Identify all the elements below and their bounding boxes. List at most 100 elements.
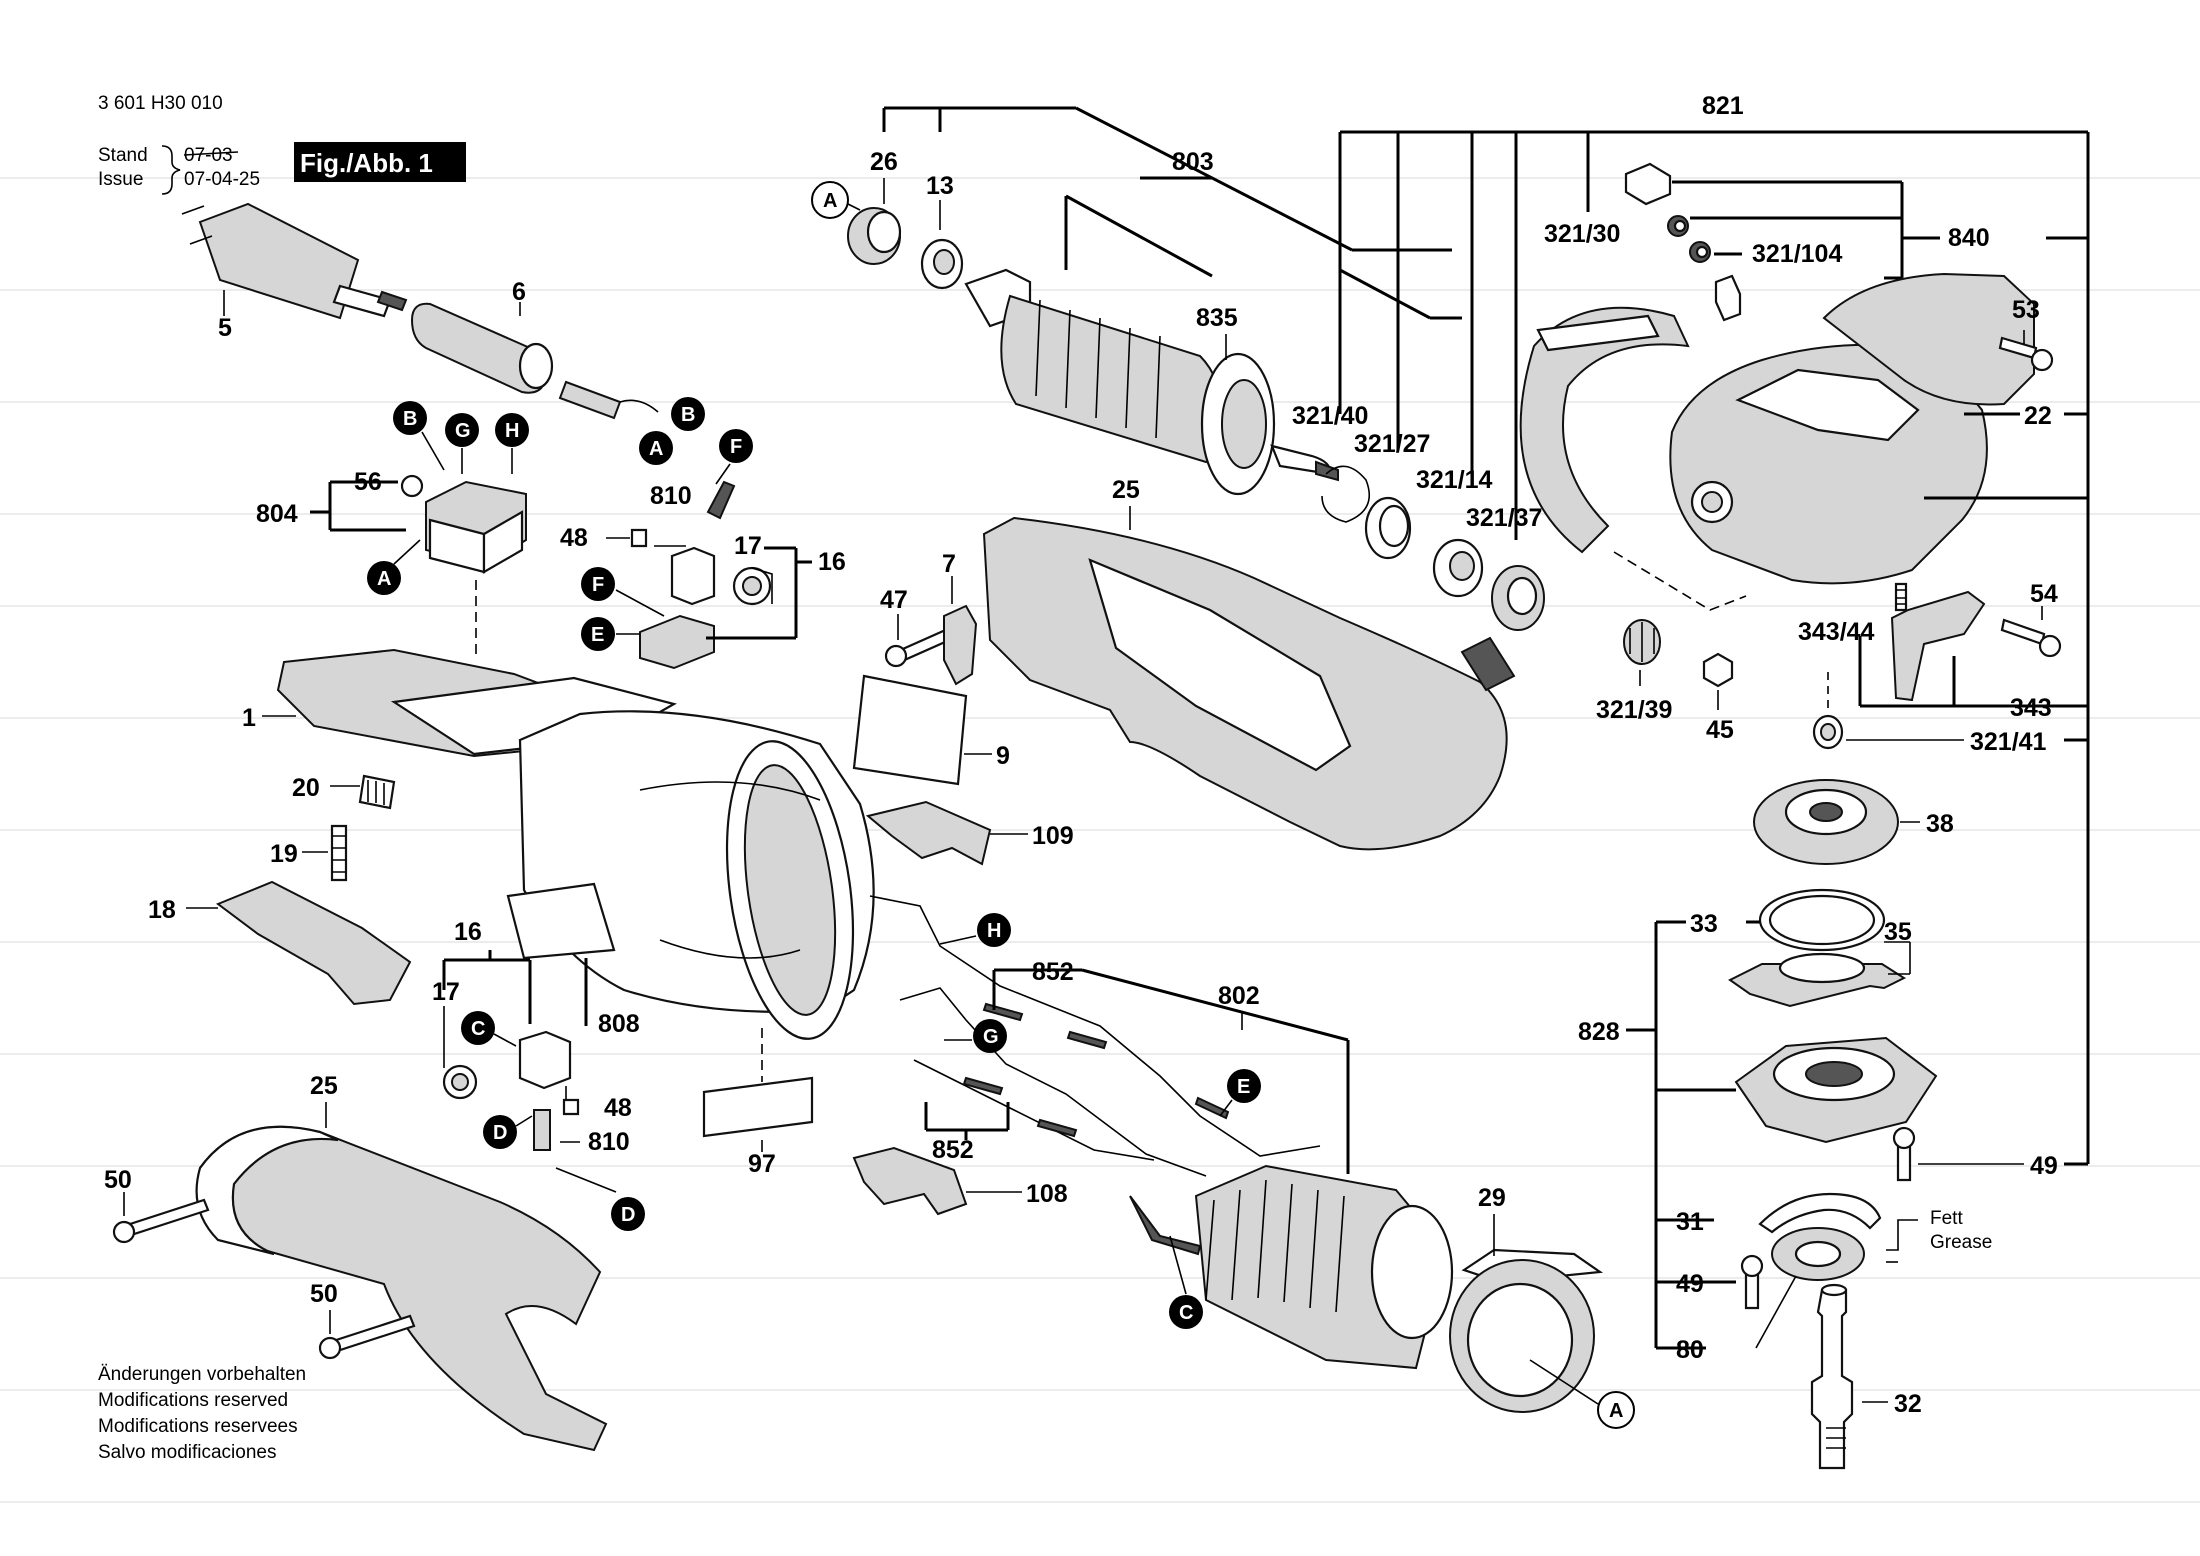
svg-text:F: F: [730, 436, 742, 458]
grease-note-en: Grease: [1930, 1232, 1992, 1253]
part-label-13: 13: [926, 172, 954, 200]
screw-49-right: [1892, 1126, 1916, 1182]
ref-badge-G-top: G: [445, 413, 479, 447]
svg-text:A: A: [377, 568, 391, 590]
stand-date-old: 07-03: [184, 145, 233, 166]
footer-note-es: Salvo modificaciones: [98, 1442, 276, 1463]
felt-ring-80: [1771, 1227, 1865, 1281]
part-label-80: 80: [1676, 1336, 1704, 1364]
ref-badge-D-lead: D: [611, 1197, 645, 1231]
footer-note-de: Änderungen vorbehalten: [98, 1364, 306, 1385]
ring-33: [1758, 888, 1886, 952]
wiring-harness: [869, 895, 1321, 1177]
footer-note-fr: Modifications reservees: [98, 1416, 298, 1437]
part-label-852-upper: 852: [1032, 958, 1074, 986]
part-label-840: 840: [1948, 224, 1990, 252]
part-label-56: 56: [354, 468, 382, 496]
part-label-1: 1: [242, 704, 256, 732]
svg-text:G: G: [455, 420, 471, 442]
part-label-828: 828: [1578, 1018, 1620, 1046]
part-label-9: 9: [996, 742, 1010, 770]
label-9: [852, 674, 968, 786]
ref-badge-D-low: D: [483, 1115, 517, 1149]
part-label-16-top: 16: [818, 548, 846, 576]
part-label-31: 31: [1676, 1208, 1704, 1236]
ref-badge-H-top: H: [495, 413, 529, 447]
ref-badge-B-cable: B: [671, 397, 705, 431]
grease-note-de: Fett: [1930, 1208, 1963, 1229]
part-label-835: 835: [1196, 304, 1238, 332]
svg-text:E: E: [1237, 1076, 1250, 1098]
screw-49-low: [1740, 1254, 1764, 1310]
part-label-20: 20: [292, 774, 320, 802]
grease-note: Fett Grease: [1886, 1208, 1992, 1263]
stand-label: Stand: [98, 145, 148, 166]
field-coil-802: [1129, 1164, 1454, 1370]
svg-text:C: C: [471, 1018, 485, 1040]
spindle-lock-button: [1624, 162, 1672, 206]
part-label-321-27: 321/27: [1354, 430, 1430, 458]
part-label-29: 29: [1478, 1184, 1506, 1212]
part-label-343: 343: [2010, 694, 2052, 722]
brush-holder-low: [518, 1030, 572, 1151]
part-label-321-30: 321/30: [1544, 220, 1620, 248]
ref-badge-F-mid: F: [581, 567, 615, 601]
part-label-49-right: 49: [2030, 1152, 2058, 1180]
part-label-18: 18: [148, 896, 176, 924]
part-label-109: 109: [1032, 822, 1074, 850]
ring-321-27: [1364, 496, 1412, 560]
bearing-26: [847, 207, 902, 265]
lock-lever-18: [215, 880, 412, 1006]
part-label-321-41: 321/41: [1970, 728, 2047, 756]
snap-ring-321-40: [1321, 465, 1371, 523]
strikeout-mark: [183, 151, 239, 156]
fan-baffle-29: [1449, 1248, 1604, 1413]
armature-835: [964, 268, 1339, 496]
part-label-45: 45: [1706, 716, 1734, 744]
wheel-guard-321-30: [1519, 306, 1690, 554]
part-label-97: 97: [748, 1150, 776, 1178]
needle-bearing-321-37: [1460, 565, 1545, 692]
part-label-7: 7: [942, 550, 956, 578]
header-block: 3 601 H30 010 Stand Issue 07-03 07-04-25…: [98, 93, 466, 195]
svg-text:H: H: [987, 920, 1001, 942]
ref-badge-C-low: C: [461, 1011, 495, 1045]
part-label-38: 38: [1926, 810, 1954, 838]
retaining-plate-31: [1758, 1192, 1882, 1234]
part-label-48-low: 48: [604, 1094, 632, 1122]
part-label-5: 5: [218, 314, 232, 342]
nut-45: [1702, 652, 1734, 688]
screw-53: [1998, 336, 2054, 372]
part-label-35: 35: [1884, 918, 1912, 946]
part-label-32: 32: [1894, 1390, 1922, 1418]
label-97: [702, 1076, 814, 1138]
part-label-22: 22: [2024, 402, 2052, 430]
ref-badge-A-plug: A: [811, 181, 849, 219]
cover-109: [865, 800, 992, 866]
screw-50-lower: [318, 1314, 416, 1360]
bearing-13: [920, 238, 964, 290]
o-ring-upper: [1667, 215, 1689, 237]
part-label-321-104: 321/104: [1752, 240, 1842, 268]
svg-text:B: B: [681, 404, 695, 426]
ref-badge-E-mid: E: [581, 617, 615, 651]
svg-text:A: A: [823, 190, 837, 212]
ref-badge-A-fan: A: [1597, 1391, 1635, 1429]
ref-badge-G-wire: G: [973, 1019, 1007, 1053]
part-label-48-top: 48: [560, 524, 588, 552]
on-off-switch: [425, 480, 527, 574]
part-label-321-14: 321/14: [1416, 466, 1493, 494]
brush-spring-low: [442, 1064, 478, 1100]
name-plate-808: [506, 882, 616, 960]
part-label-802: 802: [1218, 982, 1260, 1010]
o-ring-lower: [1689, 241, 1711, 263]
sleeve-321-41: [1812, 714, 1844, 750]
svg-text:A: A: [1609, 1400, 1623, 1422]
ref-badge-H-wire: H: [977, 913, 1011, 947]
spring-19: [330, 824, 348, 882]
cord-clamp-link: [558, 380, 659, 420]
spring-343-44: [1894, 582, 1908, 612]
part-label-804: 804: [256, 500, 298, 528]
svg-text:D: D: [493, 1122, 507, 1144]
